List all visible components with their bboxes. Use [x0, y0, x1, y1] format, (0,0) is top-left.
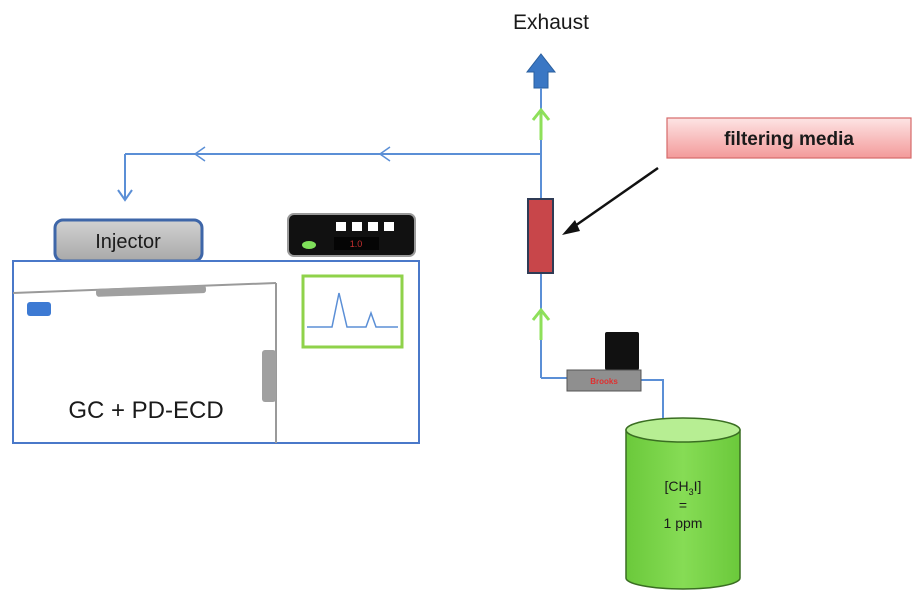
controller-display-text: 1.0 — [350, 239, 363, 249]
filtering-media-label: filtering media — [724, 129, 854, 150]
flow-controller-top — [605, 332, 639, 370]
gc-instrument-label: GC + PD-ECD — [68, 397, 223, 424]
return-flow-chevron-icon — [193, 146, 206, 162]
controller-unit: 1.0 — [287, 213, 416, 257]
exhaust-arrow-icon — [525, 53, 557, 89]
flow-controller-label: Brooks — [590, 377, 618, 386]
callout-pointer-arrow — [562, 166, 659, 235]
cylinder-value-label: 1 ppm — [664, 515, 703, 531]
filtering-media-callout — [666, 117, 912, 159]
flow-arrow-lower-icon — [531, 307, 551, 340]
chromatogram-trace — [307, 292, 398, 328]
injector-label: Injector — [95, 231, 161, 253]
return-flow-chevron-icon — [378, 146, 391, 162]
exhaust-label: Exhaust — [513, 11, 589, 34]
gc-status-indicator — [27, 302, 51, 316]
cylinder-concentration-label: [CH3I] — [665, 478, 702, 497]
indicator-led-icon — [302, 241, 316, 249]
filter-cartridge — [527, 198, 554, 274]
flow-controller-body — [566, 369, 642, 392]
flow-arrow-upper-icon — [531, 107, 551, 140]
return-line — [117, 153, 541, 202]
cylinder-outlet-line — [641, 379, 664, 418]
gc-oven-door — [12, 282, 277, 443]
chromatogram-screen — [301, 274, 404, 349]
cylinder-equals-label: = — [679, 497, 687, 513]
gas-cylinder — [625, 417, 741, 590]
